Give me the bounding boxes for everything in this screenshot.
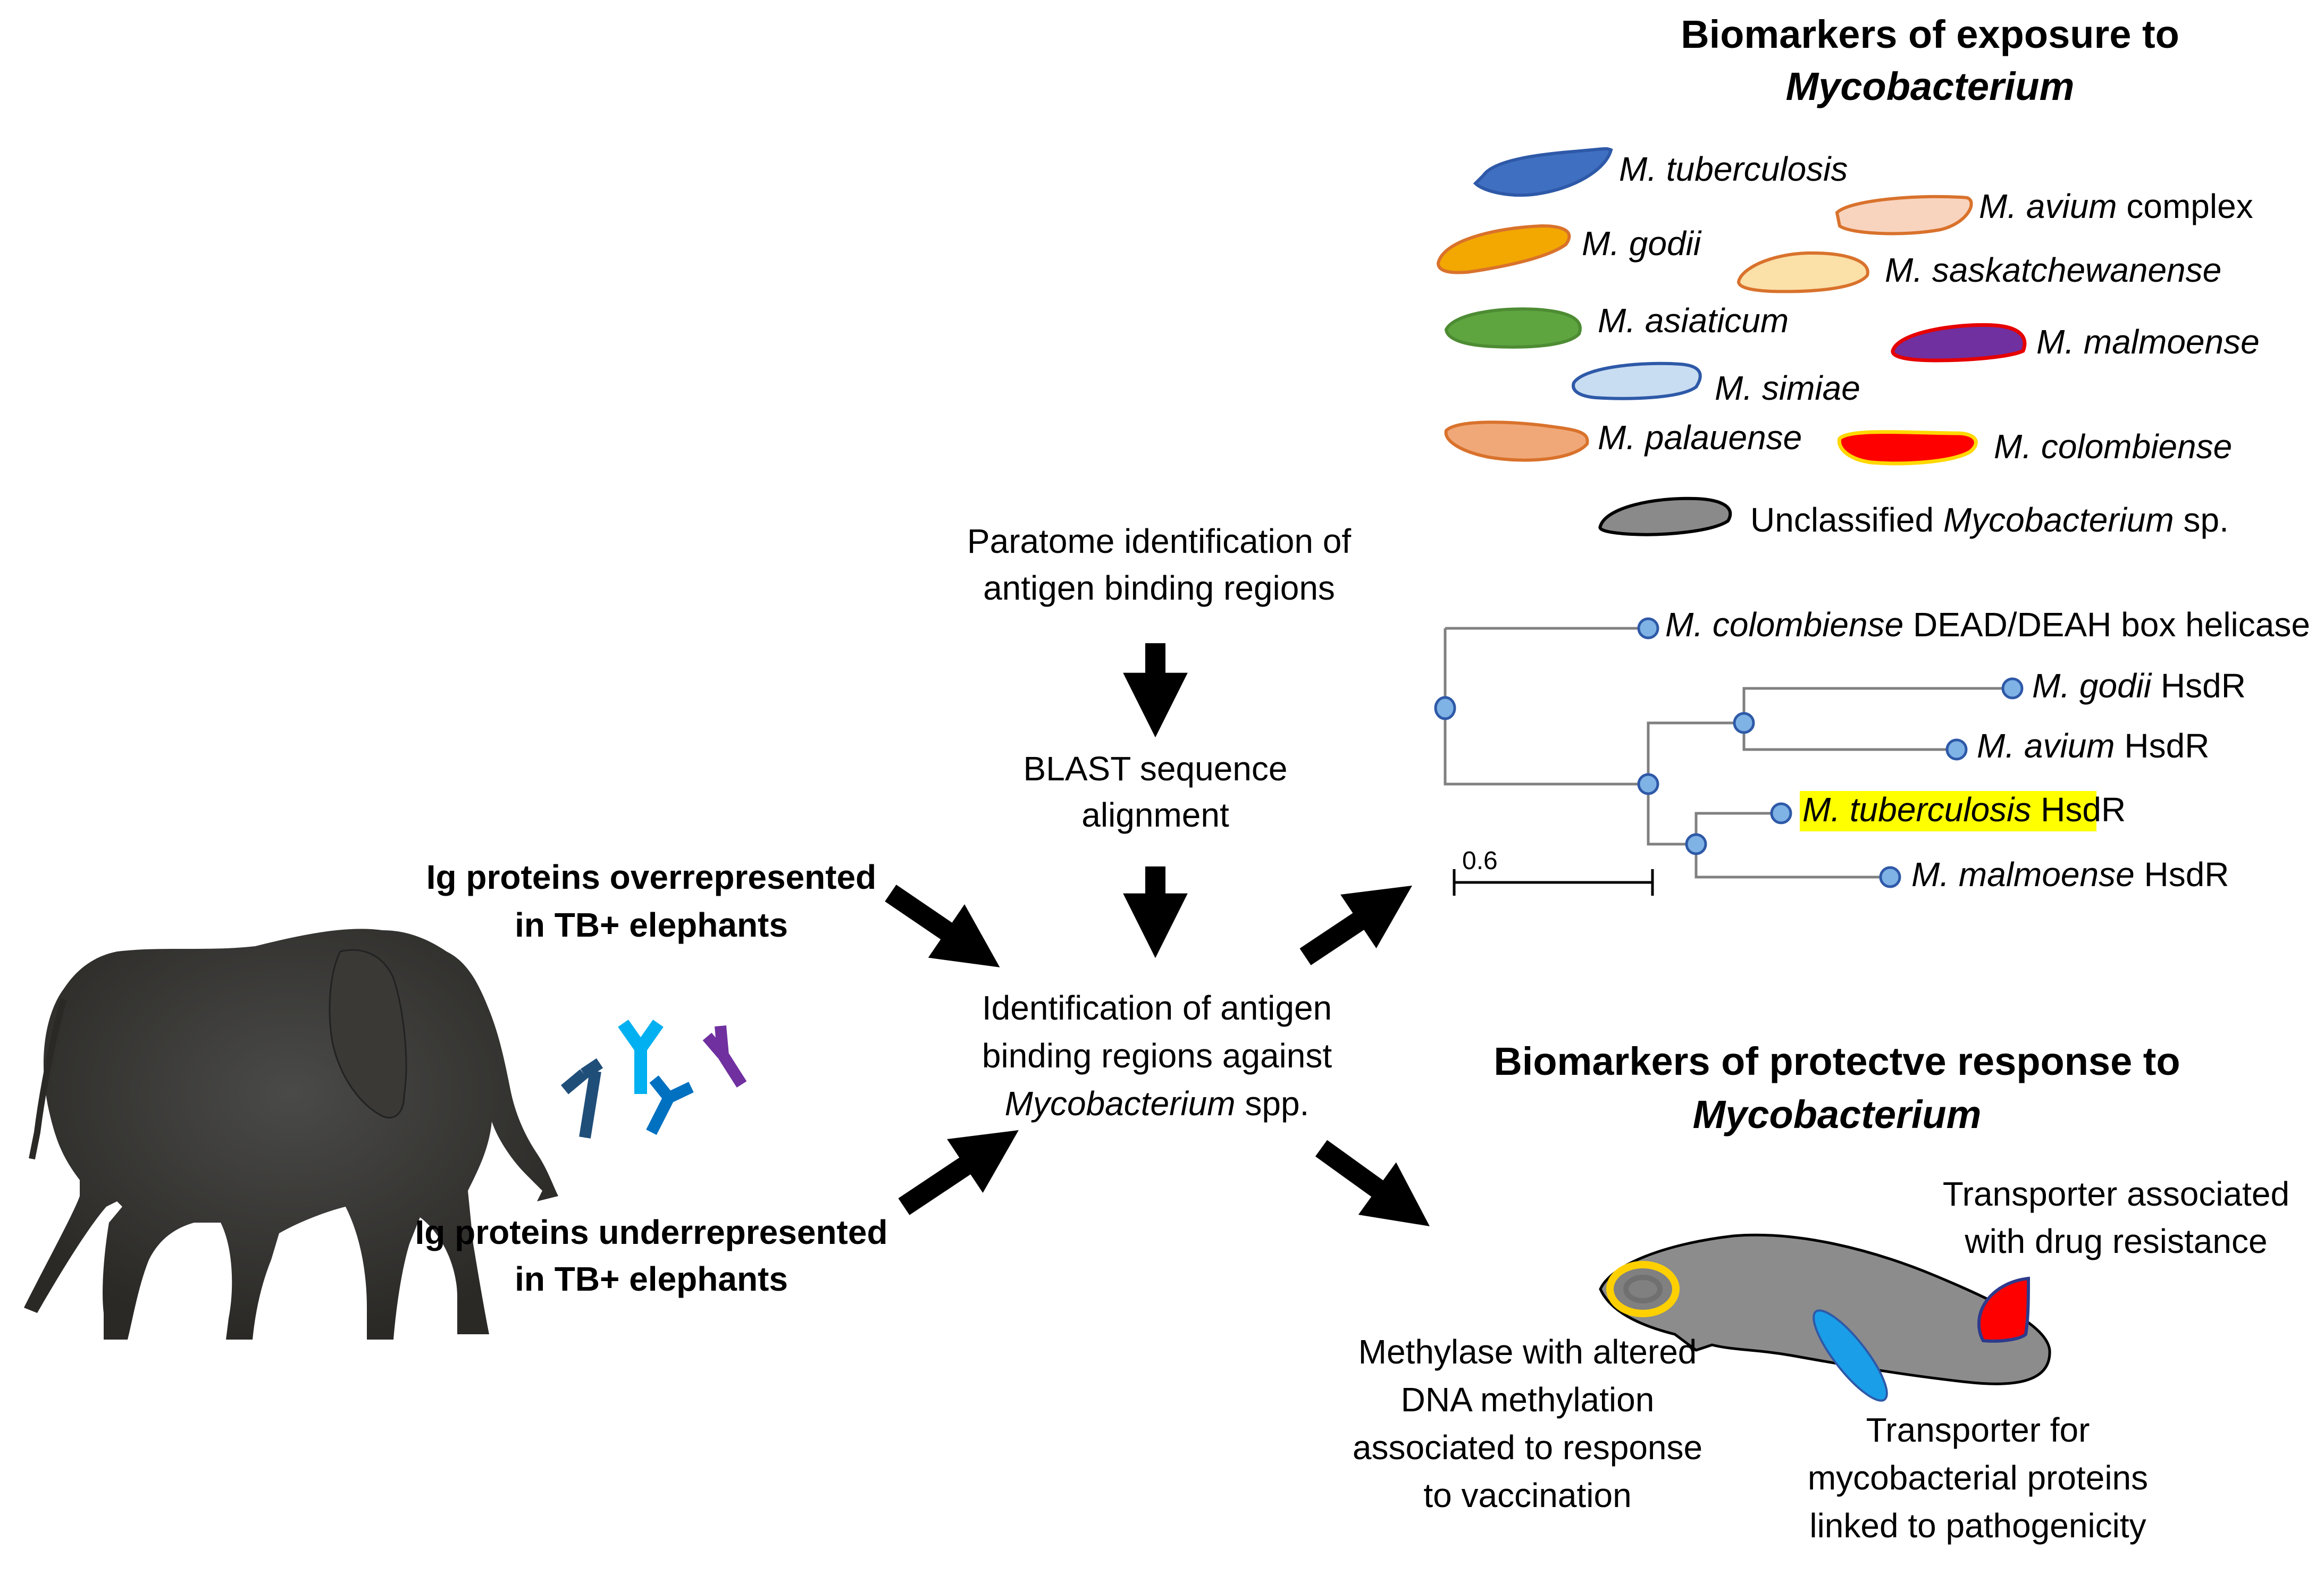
paratome-line2: antigen binding regions bbox=[983, 569, 1335, 607]
tree-nodes bbox=[1434, 617, 2024, 888]
methylase-line1: Methylase with altered bbox=[1358, 1333, 1697, 1371]
identification-line2: binding regions against bbox=[982, 1037, 1332, 1075]
bacterium-icon bbox=[1837, 430, 1978, 466]
methylase-line2: DNA methylation bbox=[1401, 1381, 1655, 1419]
pathogen-line3: linked to pathogenicity bbox=[1809, 1506, 2146, 1545]
bacterium-icon bbox=[1835, 195, 1973, 235]
methylase-line3: associated to response bbox=[1353, 1428, 1702, 1467]
protective-title-line1: Biomarkers of protectve response to bbox=[1494, 1039, 2180, 1083]
pathogen-line1: Transporter for bbox=[1866, 1411, 2090, 1449]
methylase-marker bbox=[1606, 1261, 1680, 1317]
bacterium-icon bbox=[1572, 361, 1702, 400]
bacterium-icon bbox=[1444, 420, 1589, 462]
leaf-label: M. avium HsdR bbox=[1977, 727, 2209, 765]
exposure-title-line2: Mycobacterium bbox=[1786, 64, 2075, 108]
exposure-title-line1: Biomarkers of exposure to bbox=[1681, 12, 2179, 56]
leaf-label: M. malmoense HsdR bbox=[1911, 855, 2229, 894]
blast-line1: BLAST sequence bbox=[1023, 750, 1288, 788]
identification-line3: Mycobacterium spp. bbox=[1005, 1084, 1310, 1123]
tree-branches bbox=[1444, 627, 2012, 879]
paratome-line1: Paratome identification of bbox=[967, 522, 1351, 560]
species-label: M. palauense bbox=[1598, 418, 1802, 457]
pathogenicity-transporter-marker bbox=[1813, 1309, 1888, 1402]
drug-line1: Transporter associated bbox=[1943, 1175, 2289, 1213]
blast-line2: alignment bbox=[1081, 796, 1229, 834]
bacterium-icon bbox=[1444, 307, 1582, 349]
antibody-icons bbox=[560, 1020, 747, 1139]
species-label: M. asiaticum bbox=[1598, 301, 1789, 340]
species-label: M. godii bbox=[1582, 224, 1702, 263]
tree-node bbox=[1685, 833, 1707, 855]
tree-node bbox=[1945, 738, 1968, 761]
antibody-icon bbox=[702, 1025, 747, 1088]
protective-title-line2: Mycobacterium bbox=[1693, 1092, 1982, 1137]
leaf-label: M. colombiense DEAD/DEAH box helicase bbox=[1665, 605, 2310, 644]
bacterium-icon bbox=[1891, 323, 2027, 363]
tree-node bbox=[2001, 677, 2024, 700]
bacterium-cell-diagram bbox=[1599, 1233, 2051, 1402]
scale-bar bbox=[1453, 869, 1654, 896]
large-bacterium bbox=[1599, 1233, 2051, 1385]
bacterium-icon bbox=[1736, 251, 1869, 293]
species-label: M. simiae bbox=[1715, 369, 1860, 407]
tree-node bbox=[1434, 696, 1456, 720]
species-legend: M. tuberculosis M. avium complex M. godi… bbox=[1436, 147, 2260, 539]
antibody-icon bbox=[560, 1058, 603, 1139]
under-label-line1: Ig proteins underrepresented bbox=[415, 1213, 887, 1251]
tree-node bbox=[1879, 866, 1901, 888]
species-label: Unclassified Mycobacterium sp. bbox=[1750, 501, 2229, 539]
methylase-line4: to vaccination bbox=[1423, 1476, 1631, 1514]
leaf-label: M. godii HsdR bbox=[2032, 667, 2246, 705]
tree-node bbox=[1733, 712, 1755, 734]
species-label: M. tuberculosis bbox=[1619, 150, 1848, 188]
scale-label: 0.6 bbox=[1462, 847, 1498, 875]
antibody-icon bbox=[618, 1020, 664, 1094]
arrow-over-to-id bbox=[885, 885, 1000, 967]
species-label: M. avium complex bbox=[1979, 187, 2253, 225]
antibody-icon bbox=[646, 1075, 694, 1135]
bacterium-icon bbox=[1598, 496, 1732, 536]
leaf-highlight bbox=[1800, 791, 2096, 831]
species-label: M. malmoense bbox=[2036, 323, 2260, 361]
drug-transporter-marker bbox=[1977, 1276, 2031, 1343]
under-label-line2: in TB+ elephants bbox=[515, 1260, 788, 1298]
over-label-line1: Ig proteins overrepresented bbox=[426, 858, 876, 896]
arrow-id-to-exposure bbox=[1299, 886, 1412, 965]
identification-line1: Identification of antigen bbox=[982, 989, 1332, 1027]
leaf-label: M. tuberculosis HsdR bbox=[1802, 790, 2126, 829]
tree-node bbox=[1637, 773, 1659, 795]
species-label: M. saskatchewanense bbox=[1885, 251, 2221, 289]
arrow-id-to-protective bbox=[1315, 1140, 1430, 1226]
phylogenetic-tree: 0.6 M. colombiense DEAD/DEAH box helicas… bbox=[1434, 605, 2310, 896]
species-label: M. colombiense bbox=[1994, 427, 2232, 466]
over-label-line2: in TB+ elephants bbox=[515, 906, 788, 944]
bacterium-icon bbox=[1473, 147, 1613, 197]
workflow-arrows bbox=[885, 643, 1430, 1226]
tree-node bbox=[1770, 802, 1792, 824]
tree-node bbox=[1637, 617, 1659, 639]
elephant-image bbox=[24, 929, 558, 1340]
drug-line2: with drug resistance bbox=[1964, 1222, 2267, 1260]
arrow-under-to-id bbox=[898, 1130, 1019, 1215]
bacterium-icon bbox=[1436, 224, 1571, 274]
pathogen-line2: mycobacterial proteins bbox=[1808, 1459, 2148, 1497]
